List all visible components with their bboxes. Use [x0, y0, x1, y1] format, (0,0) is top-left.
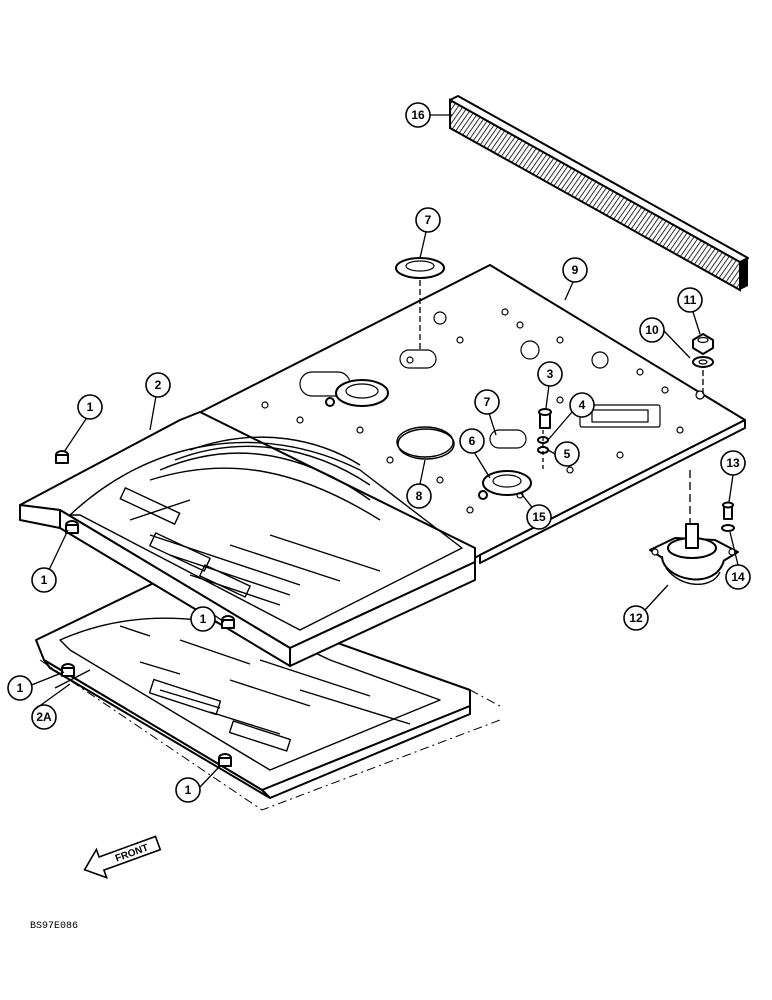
- callout-label: 5: [564, 447, 571, 461]
- callout-7a: 7: [415, 207, 441, 233]
- callout-7b: 7: [474, 389, 500, 415]
- callout-label: 15: [532, 510, 546, 524]
- bolt-washer: [721, 501, 735, 532]
- callout-label: 8: [416, 489, 423, 503]
- nut-washer: [692, 333, 714, 398]
- callout-3: 3: [537, 361, 563, 387]
- callout-1a: 1: [77, 394, 103, 420]
- callout-13: 13: [720, 450, 746, 476]
- callout-5: 5: [554, 441, 580, 467]
- isolator-mount: [649, 470, 739, 586]
- callout-label: 11: [684, 293, 697, 307]
- callout-label: 2: [155, 378, 162, 392]
- callout-1b: 1: [31, 567, 57, 593]
- callout-label: 7: [425, 213, 432, 227]
- gasket-ring: [397, 428, 455, 460]
- callout-label: 1: [87, 400, 94, 414]
- callout-8: 8: [406, 483, 432, 509]
- figure-code: BS97E086: [30, 921, 78, 932]
- callout-label: 10: [645, 323, 659, 337]
- callout-label: 1: [200, 612, 207, 626]
- callout-label: 3: [547, 367, 554, 381]
- callout-11: 11: [677, 287, 703, 313]
- callout-1e: 1: [175, 777, 201, 803]
- callout-16: 16: [405, 102, 431, 128]
- callout-9: 9: [562, 257, 588, 283]
- grommet-right: [478, 470, 532, 500]
- callout-label: 1: [185, 783, 192, 797]
- alignment-line: [39, 659, 501, 811]
- callout-label: 4: [579, 398, 586, 412]
- callout-6: 6: [459, 428, 485, 454]
- callout-label: 9: [572, 263, 579, 277]
- grommet-left: [325, 379, 389, 407]
- bumper-pads: [55, 450, 235, 767]
- callout-label: 2A: [36, 710, 52, 724]
- callout-label: 14: [731, 570, 745, 584]
- leader-2a: [33, 683, 71, 711]
- callout-12: 12: [623, 605, 649, 631]
- callout-15: 15: [526, 504, 552, 530]
- callout-label: 6: [469, 434, 476, 448]
- callout-2a: 2A: [31, 704, 57, 730]
- callout-label: 16: [411, 108, 425, 122]
- leader-lines: [28, 114, 739, 788]
- seal-strip: [449, 95, 749, 292]
- callout-label: 1: [41, 573, 48, 587]
- floor-mat-2a: [35, 579, 471, 799]
- callout-label: 13: [726, 456, 740, 470]
- front-direction-arrow: FRONT: [83, 835, 162, 879]
- callout-14: 14: [725, 564, 751, 590]
- callout-4: 4: [569, 392, 595, 418]
- callout-1c: 1: [190, 606, 216, 632]
- callout-1d: 1: [7, 675, 33, 701]
- callout-label: 7: [484, 395, 491, 409]
- callout-2: 2: [145, 372, 171, 398]
- callout-10: 10: [639, 317, 665, 343]
- callout-label: 12: [629, 611, 643, 625]
- callout-label: 1: [17, 681, 24, 695]
